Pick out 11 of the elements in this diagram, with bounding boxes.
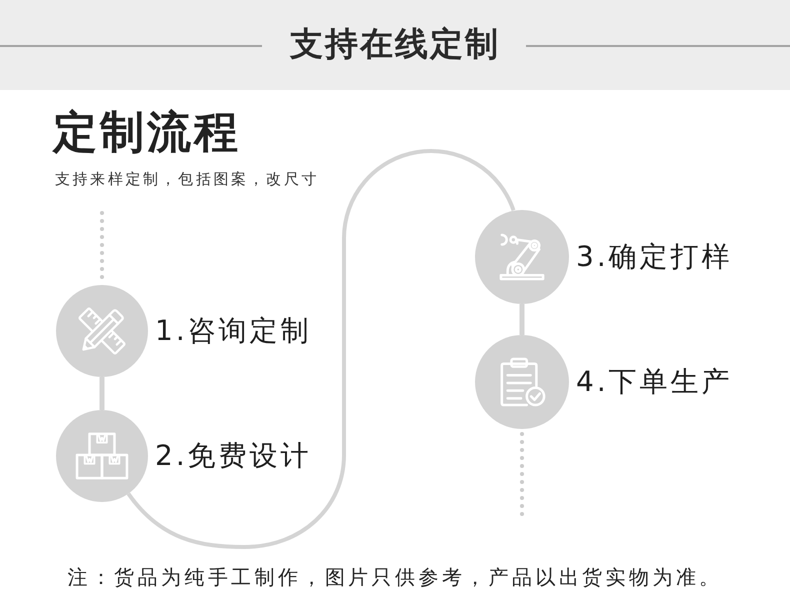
page-title: 支持在线定制 (290, 24, 500, 64)
connector-line (100, 377, 104, 410)
footnote-text: 注：货品为纯手工制作，图片只供参考，产品以出货实物为准。 (67, 565, 723, 589)
subtitle-text: 支持来样定制，包括图案，改尺寸 (55, 170, 319, 188)
connector-line (520, 304, 524, 335)
step-label: 2.免费设计 (155, 439, 312, 473)
step-label: 1.咨询定制 (155, 314, 312, 348)
connector-line (126, 149, 516, 549)
section-heading: 定制流程 (53, 107, 241, 160)
step-label: 3.确定打样 (576, 240, 733, 274)
step-label: 4.下单生产 (576, 365, 733, 399)
